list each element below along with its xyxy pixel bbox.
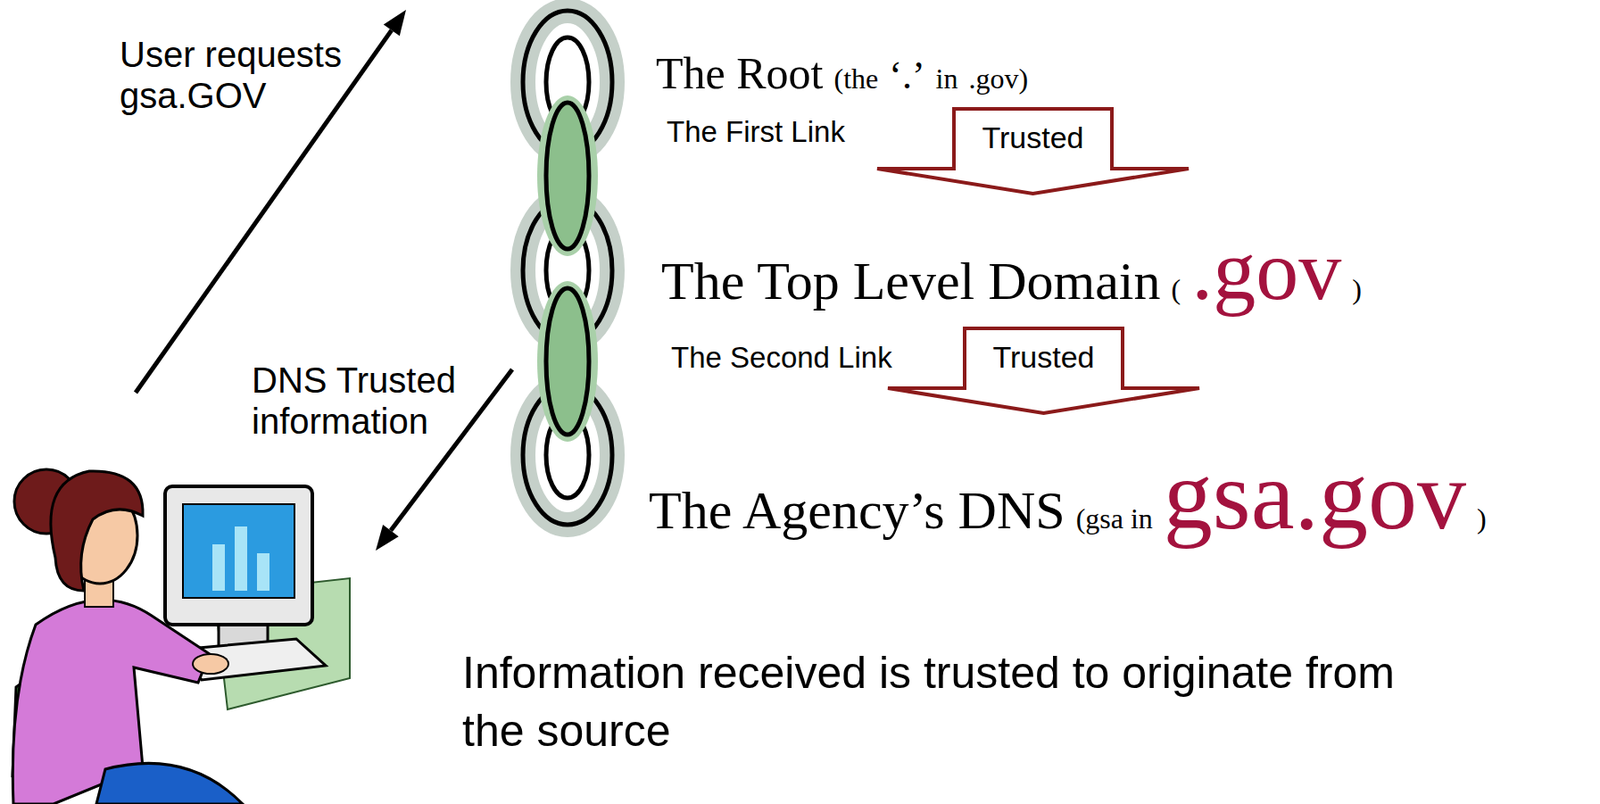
- level-note: (gsa in: [1076, 504, 1153, 533]
- level-note: (: [1171, 274, 1182, 304]
- statement-text: Information received is trusted to origi…: [462, 644, 1431, 761]
- domain-name: .gov: [1191, 227, 1342, 314]
- link-label: The First Link: [666, 116, 846, 149]
- arrow-head: [383, 9, 407, 36]
- block-arrow: [877, 108, 1189, 194]
- chain-link-green: [537, 281, 598, 442]
- arrow-head: [375, 524, 399, 551]
- label-group: User requests gsa.GOV: [119, 33, 374, 117]
- level-name: The Root: [655, 50, 823, 96]
- user-clipart: [12, 469, 350, 804]
- label-group: The Second Link: [671, 341, 893, 374]
- label-group: The Root (the ‘.’ in .gov): [655, 50, 1028, 96]
- domain-name: gsa.gov: [1163, 446, 1467, 545]
- trust-label: Trusted: [981, 120, 1084, 156]
- trust-arrow: Trusted: [877, 107, 1189, 194]
- trust-arrow: Trusted: [887, 326, 1200, 414]
- link-outline: [546, 102, 589, 249]
- hand: [192, 654, 229, 674]
- label-group: Information received is trusted to origi…: [462, 644, 1431, 761]
- chart-bar: [234, 526, 248, 591]
- level-note: ): [1476, 504, 1487, 533]
- label-group: DNS Trusted information: [251, 359, 484, 442]
- skirt: [96, 762, 243, 804]
- chain-link-green: [537, 95, 598, 257]
- chart-bar: [256, 553, 270, 591]
- request-label: User requests gsa.GOV: [119, 33, 374, 117]
- level-note: in: [936, 64, 959, 93]
- block-arrow: [887, 328, 1200, 414]
- arrow-text-holder: Trusted: [953, 107, 1112, 169]
- arrow-text-holder: Trusted: [964, 326, 1123, 389]
- level-note: ‘.’: [888, 56, 925, 96]
- hair: [50, 471, 143, 591]
- trust-label: Trusted: [992, 339, 1095, 375]
- label-group: The First Link: [666, 116, 846, 149]
- label-group: The Agency’s DNS (gsa in gsa.gov): [648, 446, 1487, 545]
- link-label: The Second Link: [671, 341, 893, 374]
- level-note: .gov): [968, 64, 1028, 93]
- level-name: The Top Level Domain: [661, 254, 1161, 308]
- level-note: (the: [833, 64, 879, 93]
- level-note: ): [1351, 274, 1362, 304]
- monitor: [165, 486, 313, 625]
- chart-bar: [212, 544, 225, 591]
- link-halo: [537, 95, 598, 257]
- label-group: The Top Level Domain ( .gov): [661, 227, 1362, 314]
- link-halo: [537, 281, 598, 442]
- screen: [182, 504, 295, 598]
- chain: [522, 10, 613, 525]
- level-name: The Agency’s DNS: [648, 483, 1066, 538]
- response-label: DNS Trusted information: [251, 359, 484, 442]
- link-outline: [546, 288, 589, 435]
